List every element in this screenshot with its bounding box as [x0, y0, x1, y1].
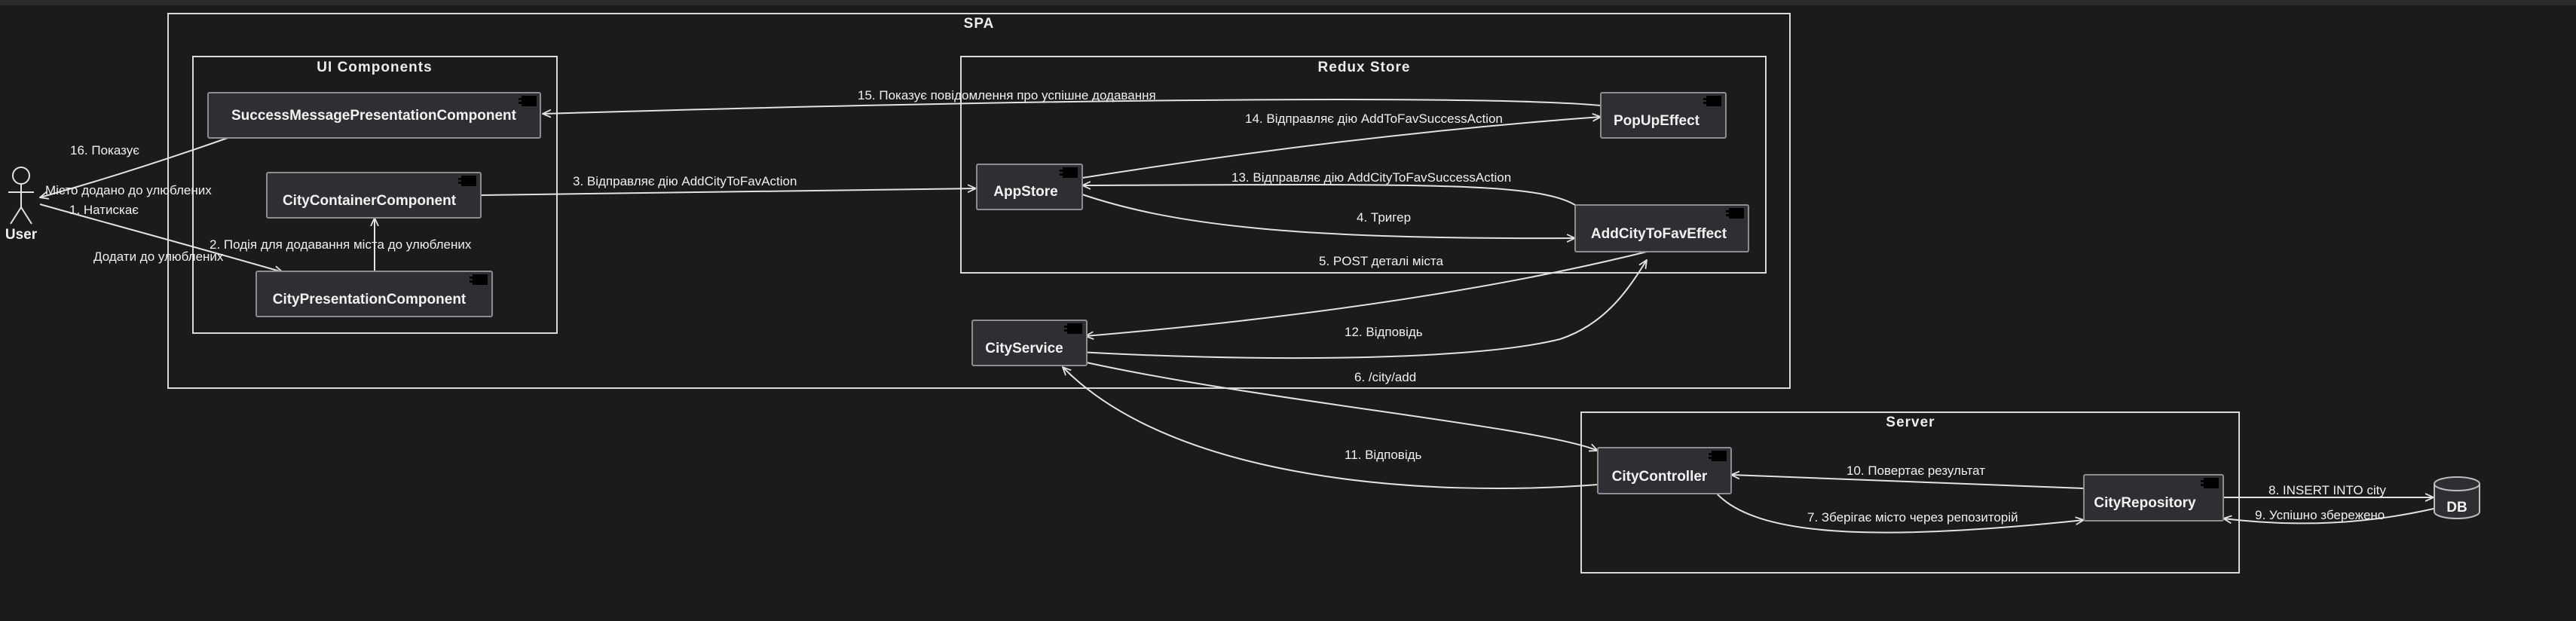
success-message-component[interactable]: SuccessMessagePresentationComponent	[207, 92, 541, 139]
user-actor[interactable]: User	[5, 167, 38, 243]
db-label: DB	[2446, 500, 2467, 515]
edge-3-label: 3. Відправляє дію AddCityToFavAction	[573, 174, 797, 188]
edge-13: 13. Відправляє дію AddCityToFavSuccessAc…	[1082, 170, 1576, 206]
redux-store-frame-title: Redux Store	[1318, 60, 1411, 75]
edge-11: 11. Відповідь	[1063, 367, 1599, 490]
popup-effect-component-label: PopUpEffect	[1614, 113, 1700, 129]
edge-7: 7. Зберігає місто через репозиторій	[1716, 493, 2084, 534]
window-top-strip	[0, 0, 2576, 5]
city-container-component[interactable]: CityContainerComponent	[266, 172, 482, 219]
edge-2: 2. Подія для додавання міста до улюблени…	[210, 218, 472, 271]
user-label: User	[5, 227, 38, 243]
database-icon	[2434, 476, 2480, 491]
edge-16-label: 16. Показує	[70, 143, 139, 158]
edge-8: 8. INSERT INTO city	[2223, 483, 2434, 497]
ui-components-frame-title: UI Components	[317, 60, 432, 75]
app-store-component-label: AppStore	[993, 184, 1058, 200]
edge-5: 5. POST деталі міста	[1085, 251, 1647, 336]
edge-16: 16. Показує Місто додано до улюблених	[40, 136, 231, 197]
edge-13-label: 13. Відправляє дію AddCityToFavSuccessAc…	[1231, 170, 1511, 185]
redux-store-frame: Redux Store	[960, 56, 1767, 274]
edge-15-label: 15. Показує повідомлення про успішне дод…	[858, 88, 1156, 102]
edge-9: 9. Успішно збережено	[2223, 508, 2434, 525]
city-container-component-label: CityContainerComponent	[283, 193, 457, 209]
db-node[interactable]: DB	[2434, 476, 2480, 519]
edge-12-label: 12. Відповідь	[1345, 325, 1423, 339]
server-frame: Server	[1580, 411, 2240, 574]
city-service-component-label: CityService	[985, 341, 1063, 356]
edge-1: 1. Натискає Додати до улюблених	[39, 203, 283, 272]
city-repository-component-label: CityRepository	[2094, 495, 2196, 511]
city-controller-component[interactable]: CityController	[1597, 447, 1732, 494]
edge-4-label: 4. Тригер	[1357, 210, 1411, 225]
edge-14: 14. Відправляє дію AddToFavSuccessAction	[1081, 112, 1601, 179]
edge-11-label: 11. Відповідь	[1345, 448, 1422, 462]
add-city-effect-component[interactable]: AddCityToFavEffect	[1574, 204, 1749, 252]
server-frame-title: Server	[1886, 415, 1935, 430]
edge-6-label: 6. /city/add	[1354, 370, 1416, 384]
edge-9-label: 9. Успішно збережено	[2255, 508, 2385, 522]
spa-frame-title: SPA	[964, 16, 995, 32]
city-presentation-component[interactable]: CityPresentationComponent	[255, 271, 493, 317]
edge-8-label: 8. INSERT INTO city	[2269, 483, 2386, 497]
edge-1-sublabel: Додати до улюблених	[93, 249, 224, 264]
edge-7-label: 7. Зберігає місто через репозиторій	[1807, 510, 2018, 525]
edge-15: 15. Показує повідомлення про успішне дод…	[543, 88, 1602, 114]
popup-effect-component[interactable]: PopUpEffect	[1600, 92, 1727, 139]
city-presentation-component-label: CityPresentationComponent	[273, 292, 467, 307]
edge-5-label: 5. POST деталі міста	[1319, 254, 1443, 268]
user-icon	[12, 167, 30, 185]
edge-6: 6. /city/add	[1066, 357, 1598, 451]
edge-2-label: 2. Подія для додавання міста до улюблени…	[210, 237, 472, 252]
edge-10-label: 10. Повертає результат	[1846, 463, 1985, 478]
edge-12: 12. Відповідь	[1066, 260, 1647, 359]
spa-frame: SPA	[167, 13, 1791, 389]
edge-10: 10. Повертає результат	[1731, 463, 2085, 489]
add-city-effect-component-label: AddCityToFavEffect	[1591, 226, 1727, 242]
city-service-component[interactable]: CityService	[971, 320, 1088, 366]
edge-4: 4. Тригер	[1081, 194, 1575, 238]
edge-16-sublabel: Місто додано до улюблених	[45, 183, 212, 197]
city-repository-component[interactable]: CityRepository	[2083, 474, 2224, 522]
edge-3: 3. Відправляє дію AddCityToFavAction	[480, 174, 976, 196]
city-controller-component-label: CityController	[1612, 469, 1708, 485]
app-store-component[interactable]: AppStore	[976, 164, 1083, 210]
success-message-component-label: SuccessMessagePresentationComponent	[231, 108, 517, 124]
edge-1-label: 1. Натискає	[69, 203, 139, 217]
edge-14-label: 14. Відправляє дію AddToFavSuccessAction	[1245, 112, 1503, 126]
